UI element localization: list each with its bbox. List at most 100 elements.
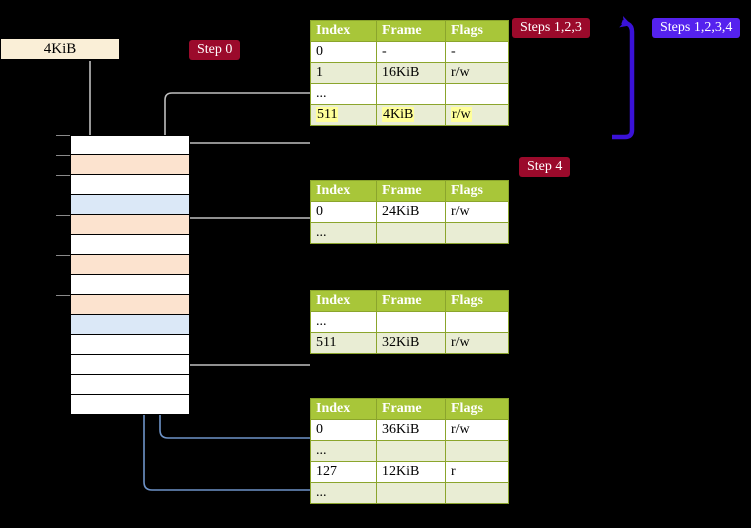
memory-row <box>70 275 190 295</box>
cell-flags <box>445 440 509 462</box>
column-header-index: Index <box>310 398 377 420</box>
cell-index: 127 <box>310 461 377 483</box>
memory-row <box>70 335 190 355</box>
cell-flags: r/w <box>445 104 509 126</box>
table-header-row: Index Frame Flags <box>310 290 509 312</box>
cell-index: ... <box>310 83 377 105</box>
memory-row <box>70 155 190 175</box>
page-frame-box: 4KiB <box>0 38 120 60</box>
cell-index: 1 <box>310 62 377 84</box>
memory-row <box>70 235 190 255</box>
cell-index: ... <box>310 311 377 333</box>
cell-index: 511 <box>310 332 377 354</box>
cell-frame: 12KiB <box>376 461 446 483</box>
cell-frame <box>376 440 446 462</box>
memory-row <box>70 395 190 415</box>
page-table-l4: Index Frame Flags 0 - - 1 16KiB r/w ... … <box>310 20 509 126</box>
table-row: 1 16KiB r/w <box>310 62 509 84</box>
table-row: 511 32KiB r/w <box>310 332 509 354</box>
table-row: ... <box>310 311 509 333</box>
table-row: 0 36KiB r/w <box>310 419 509 441</box>
wire-l3-row0 <box>177 217 310 257</box>
memory-row <box>70 215 190 235</box>
memory-tick <box>56 255 70 256</box>
badge-step-0: Step 0 <box>189 40 241 60</box>
cell-flags <box>445 222 509 244</box>
column-header-flags: Flags <box>445 20 509 42</box>
badge-steps-123: Steps 1,2,3 <box>512 18 590 38</box>
cell-flags: r/w <box>445 62 509 84</box>
badge-steps-1234: Steps 1,2,3,4 <box>652 18 741 38</box>
cell-flags: r/w <box>445 201 509 223</box>
cell-frame: 36KiB <box>376 419 446 441</box>
memory-tick <box>56 295 70 296</box>
column-header-flags: Flags <box>445 180 509 202</box>
table-row-highlighted: 511 4KiB r/w <box>310 104 509 126</box>
cell-frame-text: 4KiB <box>382 107 415 122</box>
cell-frame <box>376 311 446 333</box>
cell-index-text: 511 <box>316 107 339 122</box>
memory-row <box>70 315 190 335</box>
table-row: 0 - - <box>310 41 509 63</box>
page-table-l2: Index Frame Flags ... 511 32KiB r/w <box>310 290 509 354</box>
memory-row <box>70 135 190 155</box>
table-row: 0 24KiB r/w <box>310 201 509 223</box>
physical-memory-column <box>56 135 190 415</box>
cell-frame: 16KiB <box>376 62 446 84</box>
cell-flags <box>445 311 509 333</box>
cell-frame: 4KiB <box>376 104 446 126</box>
table-row: ... <box>310 482 509 504</box>
column-header-index: Index <box>310 180 377 202</box>
table-row: ... <box>310 222 509 244</box>
column-header-flags: Flags <box>445 398 509 420</box>
wire-l4-row511 <box>179 142 310 217</box>
cell-frame <box>376 222 446 244</box>
cell-flags: r/w <box>445 419 509 441</box>
memory-row <box>70 295 190 315</box>
memory-row <box>70 375 190 395</box>
cell-frame: 24KiB <box>376 201 446 223</box>
memory-row <box>70 355 190 375</box>
table-row: ... <box>310 440 509 462</box>
column-header-flags: Flags <box>445 290 509 312</box>
badge-step-4: Step 4 <box>519 157 571 177</box>
cell-flags: r <box>445 461 509 483</box>
cell-frame <box>376 83 446 105</box>
memory-tick <box>56 155 70 156</box>
memory-row <box>70 175 190 195</box>
column-header-frame: Frame <box>376 20 446 42</box>
cell-frame: 32KiB <box>376 332 446 354</box>
table-row: 127 12KiB r <box>310 461 509 483</box>
column-header-frame: Frame <box>376 398 446 420</box>
page-table-l1: Index Frame Flags 0 36KiB r/w ... 127 12… <box>310 398 509 504</box>
page-frame-label: 4KiB <box>43 40 77 57</box>
table-header-row: Index Frame Flags <box>310 20 509 42</box>
cell-index: 0 <box>310 201 377 223</box>
cell-index: ... <box>310 440 377 462</box>
cell-index: 0 <box>310 41 377 63</box>
memory-row <box>70 255 190 275</box>
wire-l2-row511 <box>179 306 310 366</box>
table-row: ... <box>310 83 509 105</box>
cell-index: ... <box>310 222 377 244</box>
page-table-l3: Index Frame Flags 0 24KiB r/w ... <box>310 180 509 244</box>
cell-flags: r/w <box>445 332 509 354</box>
memory-tick <box>56 135 70 136</box>
column-header-index: Index <box>310 20 377 42</box>
cell-frame: - <box>376 41 446 63</box>
cell-index: ... <box>310 482 377 504</box>
table-header-row: Index Frame Flags <box>310 180 509 202</box>
cell-frame <box>376 482 446 504</box>
cell-index: 511 <box>310 104 377 126</box>
column-header-index: Index <box>310 290 377 312</box>
memory-row <box>70 195 190 215</box>
memory-tick <box>56 215 70 216</box>
cell-flags-text: r/w <box>451 107 472 122</box>
cell-flags: - <box>445 41 509 63</box>
wire-steps-bracket <box>612 15 635 140</box>
column-header-frame: Frame <box>376 290 446 312</box>
memory-tick <box>56 175 70 176</box>
cell-index: 0 <box>310 419 377 441</box>
cell-flags <box>445 482 509 504</box>
